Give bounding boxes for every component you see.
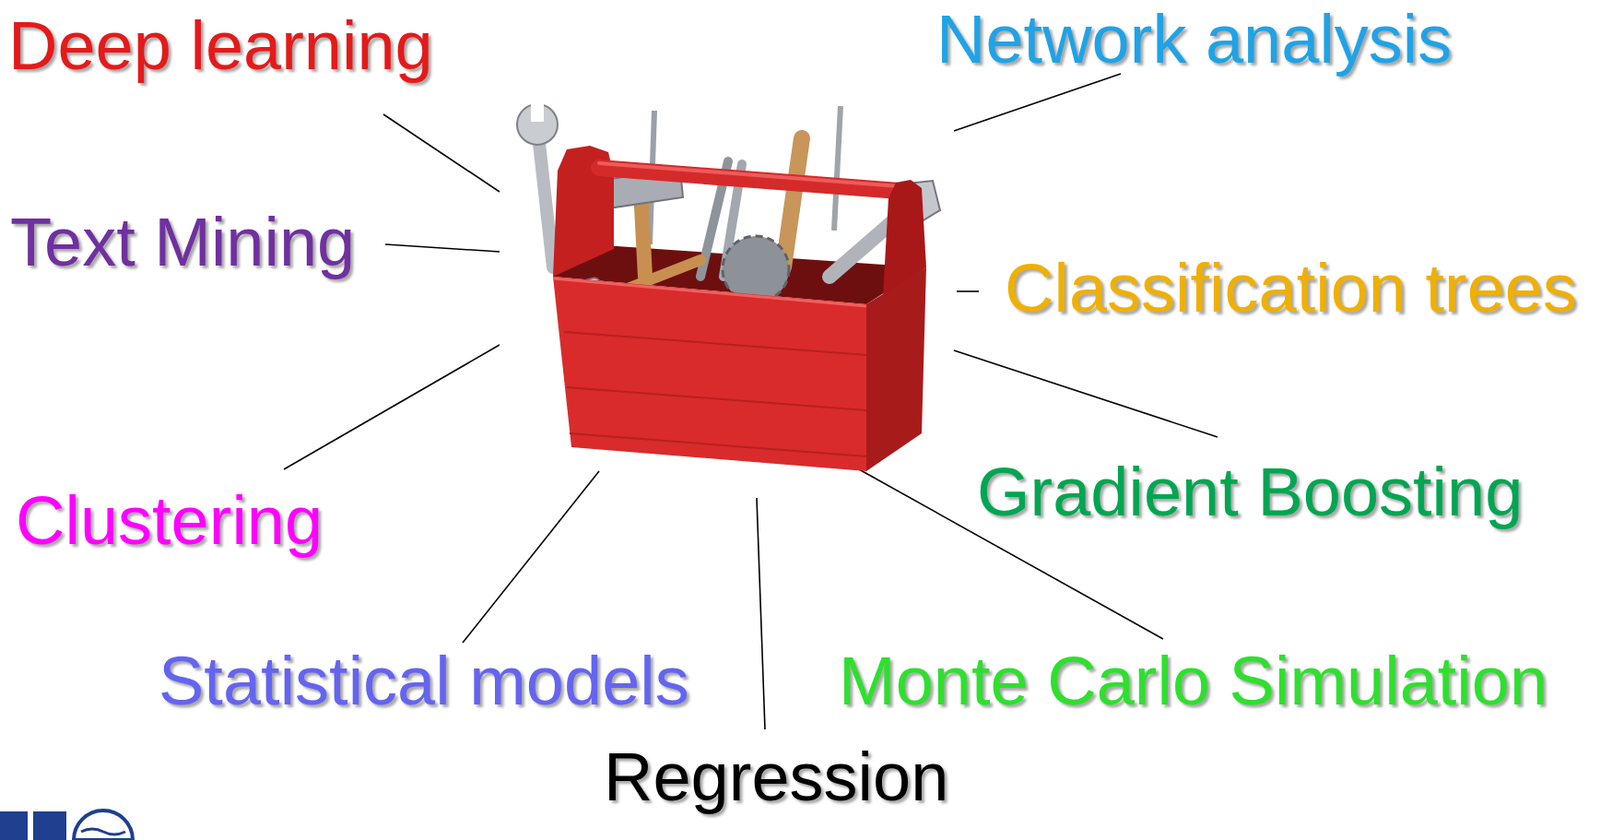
tool-label: Clustering bbox=[15, 481, 323, 560]
wrench-jaw bbox=[530, 99, 544, 122]
tool-label: Text Mining bbox=[10, 202, 355, 282]
logo bbox=[0, 810, 133, 840]
leader-line bbox=[383, 114, 500, 192]
box-rim bbox=[552, 278, 867, 306]
leader-line bbox=[953, 350, 1218, 437]
logo-mark bbox=[0, 811, 28, 840]
leader-line bbox=[953, 73, 1121, 131]
grain-line bbox=[566, 387, 867, 411]
tool-label: Gradient Boosting bbox=[976, 452, 1523, 531]
logo-mark bbox=[33, 811, 67, 840]
box-front bbox=[552, 276, 867, 471]
tool-label: Classification trees bbox=[1004, 248, 1577, 328]
leader-line bbox=[756, 497, 765, 730]
grain-line bbox=[564, 331, 867, 355]
wood-grain bbox=[564, 331, 867, 457]
leader-line bbox=[462, 470, 600, 643]
screwdriver-blade bbox=[834, 105, 841, 231]
wood-handle bbox=[783, 138, 802, 268]
tool-label: Network analysis bbox=[936, 0, 1452, 79]
logo-wave bbox=[81, 828, 126, 835]
tool-label: Deep learning bbox=[8, 6, 434, 85]
handle-highlight bbox=[599, 163, 899, 187]
box-side bbox=[866, 267, 927, 471]
grain-line bbox=[569, 433, 867, 457]
tool-label: Monte Carlo Simulation bbox=[838, 641, 1548, 720]
tool-label: Regression bbox=[603, 737, 949, 816]
box-handle bbox=[599, 167, 899, 191]
tool-label: Statistical models bbox=[158, 641, 690, 720]
leader-line bbox=[283, 344, 500, 470]
logo-emblem bbox=[73, 810, 133, 840]
leader-line bbox=[956, 290, 979, 293]
wrench-shaft bbox=[539, 142, 553, 268]
leader-lines bbox=[283, 73, 1218, 730]
toolbox bbox=[517, 99, 941, 471]
leader-line bbox=[385, 244, 500, 252]
